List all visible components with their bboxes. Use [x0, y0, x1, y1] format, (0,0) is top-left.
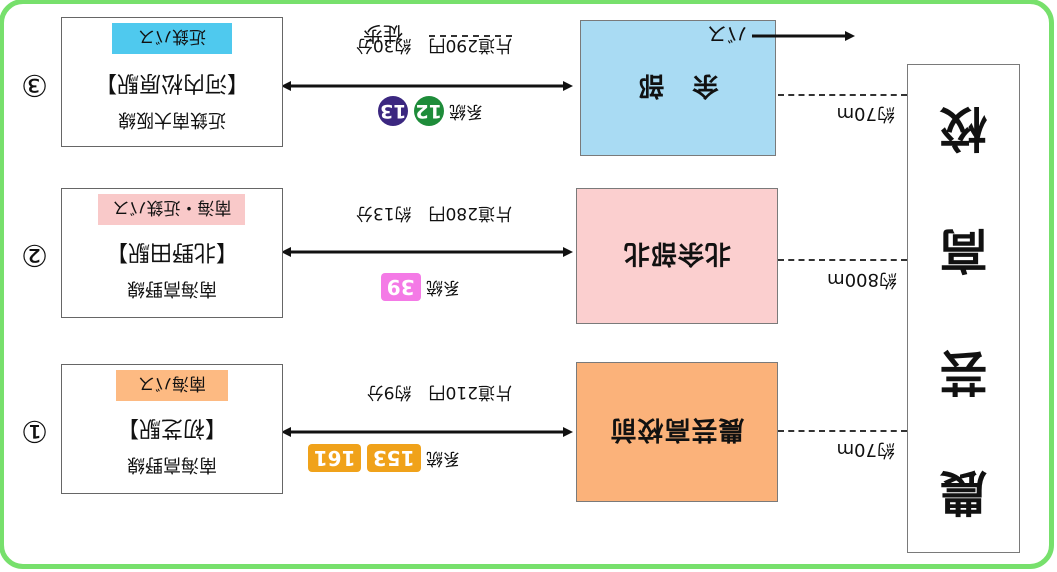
route-3-system-label: 系統	[449, 101, 483, 121]
station-box-2: 南海高野線 【北野田駅】 南海・近鉄バス	[61, 188, 283, 318]
station-2-operator: 南海・近鉄バス	[98, 194, 246, 225]
route-2-system-label: 系統	[426, 277, 460, 297]
route-1-fare-time: 片道210円 約9分	[367, 382, 512, 407]
route-number-3: ③	[21, 67, 48, 102]
station-3-name: 【河内松原駅】	[95, 70, 250, 95]
station-1-name: 【初芝駅】	[117, 415, 228, 440]
station-3-line: 近鉄南大阪線	[118, 109, 226, 130]
route-number-1: ①	[21, 413, 48, 448]
route-number-2: ②	[21, 237, 48, 272]
station-1-line: 南海高野線	[127, 454, 217, 475]
route-3-fare: 片道290円	[428, 35, 512, 55]
legend-bus-label: バス	[707, 22, 747, 46]
route-3-system-badge-1: 12	[413, 96, 444, 126]
route-1-systems: 系統 153 161	[307, 444, 460, 473]
station-1-operator: 南海バス	[116, 370, 228, 401]
route-1-fare: 片道210円	[428, 382, 512, 402]
route-1-system-badge-1: 153	[366, 444, 421, 472]
route-2-system-badge-1: 39	[380, 273, 421, 301]
route-1-system-label: 系統	[426, 448, 460, 468]
route-3-systems: 系統 12 13	[378, 96, 483, 126]
station-2-name: 【北野田駅】	[106, 239, 239, 264]
route-2-systems: 系統 39	[380, 273, 460, 302]
legend-walk-label: 徒歩	[363, 22, 403, 46]
route-3-system-badge-2: 13	[378, 96, 409, 126]
station-2-line: 南海高野線	[127, 278, 217, 299]
route-1-time: 約9分	[366, 382, 412, 402]
station-box-3: 近鉄南大阪線 【河内松原駅】 近鉄バス	[61, 17, 283, 147]
station-3-operator: 近鉄バス	[112, 23, 232, 54]
route-2-fare-time: 片道280円 約13分	[356, 203, 512, 228]
station-box-1: 南海高野線 【初芝駅】 南海バス	[61, 364, 283, 494]
route-1-system-badge-2: 161	[307, 444, 362, 472]
route-2-time: 約13分	[355, 203, 412, 223]
route-2-fare: 片道280円	[428, 203, 512, 223]
